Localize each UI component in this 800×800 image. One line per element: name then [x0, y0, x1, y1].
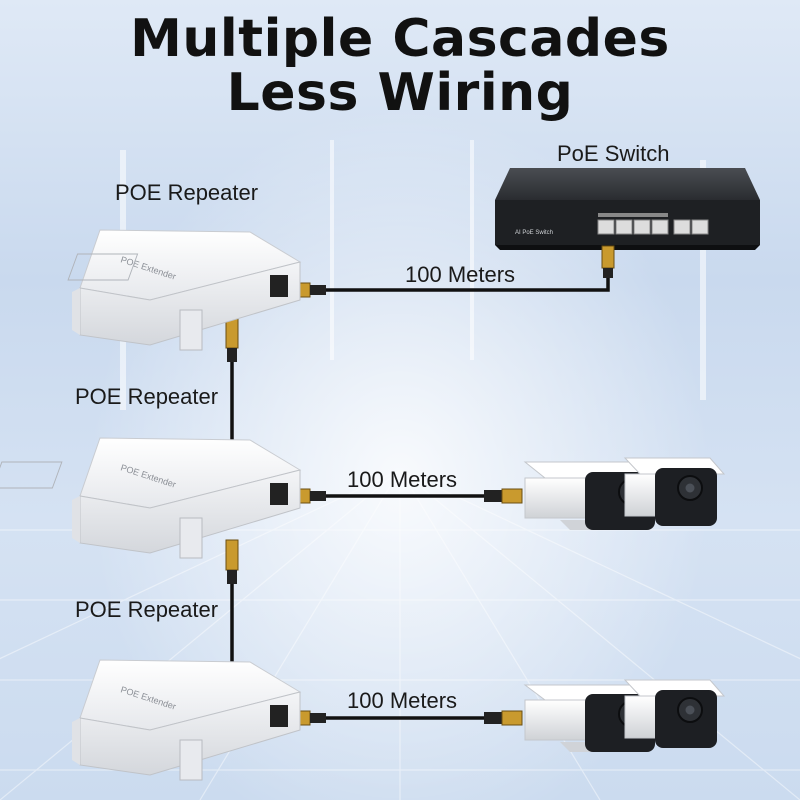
camera-pair-1 [523, 457, 726, 530]
background-light-beam [470, 140, 474, 360]
background-light-beam [330, 140, 334, 360]
camera-2b-icon [623, 679, 726, 748]
switch-ports [597, 213, 709, 235]
page-title: Multiple Cascades Less Wiring [0, 12, 800, 120]
connectors [225, 245, 615, 726]
title-line-2: Less Wiring [226, 63, 574, 123]
switch-label: PoE Switch [557, 141, 670, 166]
repeater-device-2: POE Extender [0, 437, 302, 559]
distance-label-2: 100 Meters [347, 467, 458, 492]
distance-label-3: 100 Meters [347, 688, 458, 713]
repeater-3-label: POE Repeater [75, 597, 219, 622]
repeater-2-label: POE Repeater [75, 384, 219, 409]
repeater-device-3: POE Extender [72, 659, 302, 781]
switch-front-text: AI PoE Switch [515, 230, 553, 236]
repeater-device-1: POE Extender [67, 229, 302, 351]
title-line-1: Multiple Cascades [130, 9, 670, 69]
distance-label-1: 100 Meters [405, 262, 516, 287]
repeater-1-label: POE Repeater [115, 180, 259, 205]
background-light-beam [700, 160, 706, 400]
poe-switch: AI PoE Switch [495, 168, 760, 250]
camera-pair-2 [523, 679, 726, 752]
camera-1b-icon [623, 457, 726, 526]
